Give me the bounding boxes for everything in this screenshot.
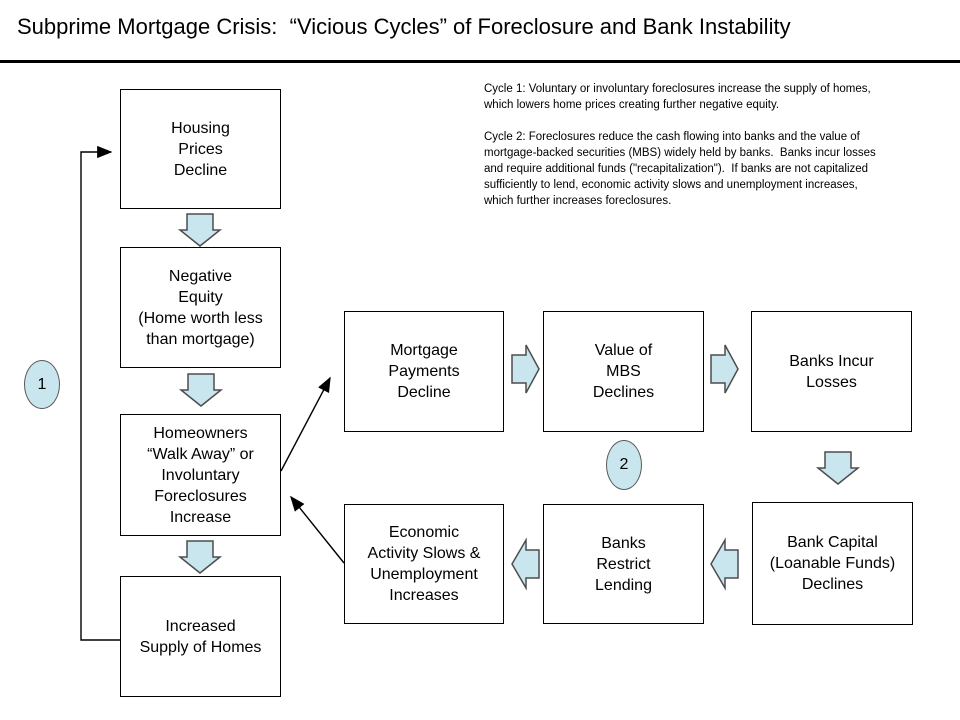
line-economic-to-homeowners <box>290 495 345 564</box>
right-arrow-mbs-to-losses-icon <box>710 344 739 394</box>
down-arrow-housing-to-equity-icon <box>177 213 223 247</box>
down-arrow-homeowners-to-supply-icon <box>177 540 223 574</box>
cycle-2-badge: 2 <box>606 440 642 490</box>
down-arrow-equity-to-homeowners-icon <box>178 373 224 407</box>
right-arrow-mortgage-to-mbs-icon <box>511 344 540 394</box>
left-arrow-capital-to-lending-icon <box>710 537 739 591</box>
page-title: Subprime Mortgage Crisis: “Vicious Cycle… <box>17 14 791 39</box>
down-arrow-losses-to-capital-icon <box>815 451 861 485</box>
flow-box-negative-equity: Negative Equity (Home worth less than mo… <box>120 247 281 368</box>
cycle2-description: Cycle 2: Foreclosures reduce the cash fl… <box>484 131 876 207</box>
cycle1-description: Cycle 1: Voluntary or involuntary forecl… <box>484 83 871 111</box>
flow-box-mbs-value: Value of MBS Declines <box>543 311 704 432</box>
flow-box-housing-prices: Housing Prices Decline <box>120 89 281 209</box>
flow-box-banks-incur-losses: Banks Incur Losses <box>751 311 912 432</box>
cycle-1-badge: 1 <box>24 360 60 409</box>
flow-box-increased-supply: Increased Supply of Homes <box>120 576 281 697</box>
left-arrow-lending-to-economic-icon <box>511 537 540 591</box>
flow-box-homeowners-walk-away: Homeowners “Walk Away” or Involuntary Fo… <box>120 414 281 536</box>
line-homeowners-to-mortgage-payments <box>280 376 331 472</box>
flow-box-banks-restrict-lending: Banks Restrict Lending <box>543 504 704 624</box>
flow-box-economic-activity: Economic Activity Slows & Unemployment I… <box>344 504 504 624</box>
title-underline <box>0 60 960 63</box>
feedback-loop-supply-to-housing-line <box>80 145 120 641</box>
flow-box-mortgage-payments: Mortgage Payments Decline <box>344 311 504 432</box>
flow-box-bank-capital: Bank Capital (Loanable Funds) Declines <box>752 502 913 625</box>
